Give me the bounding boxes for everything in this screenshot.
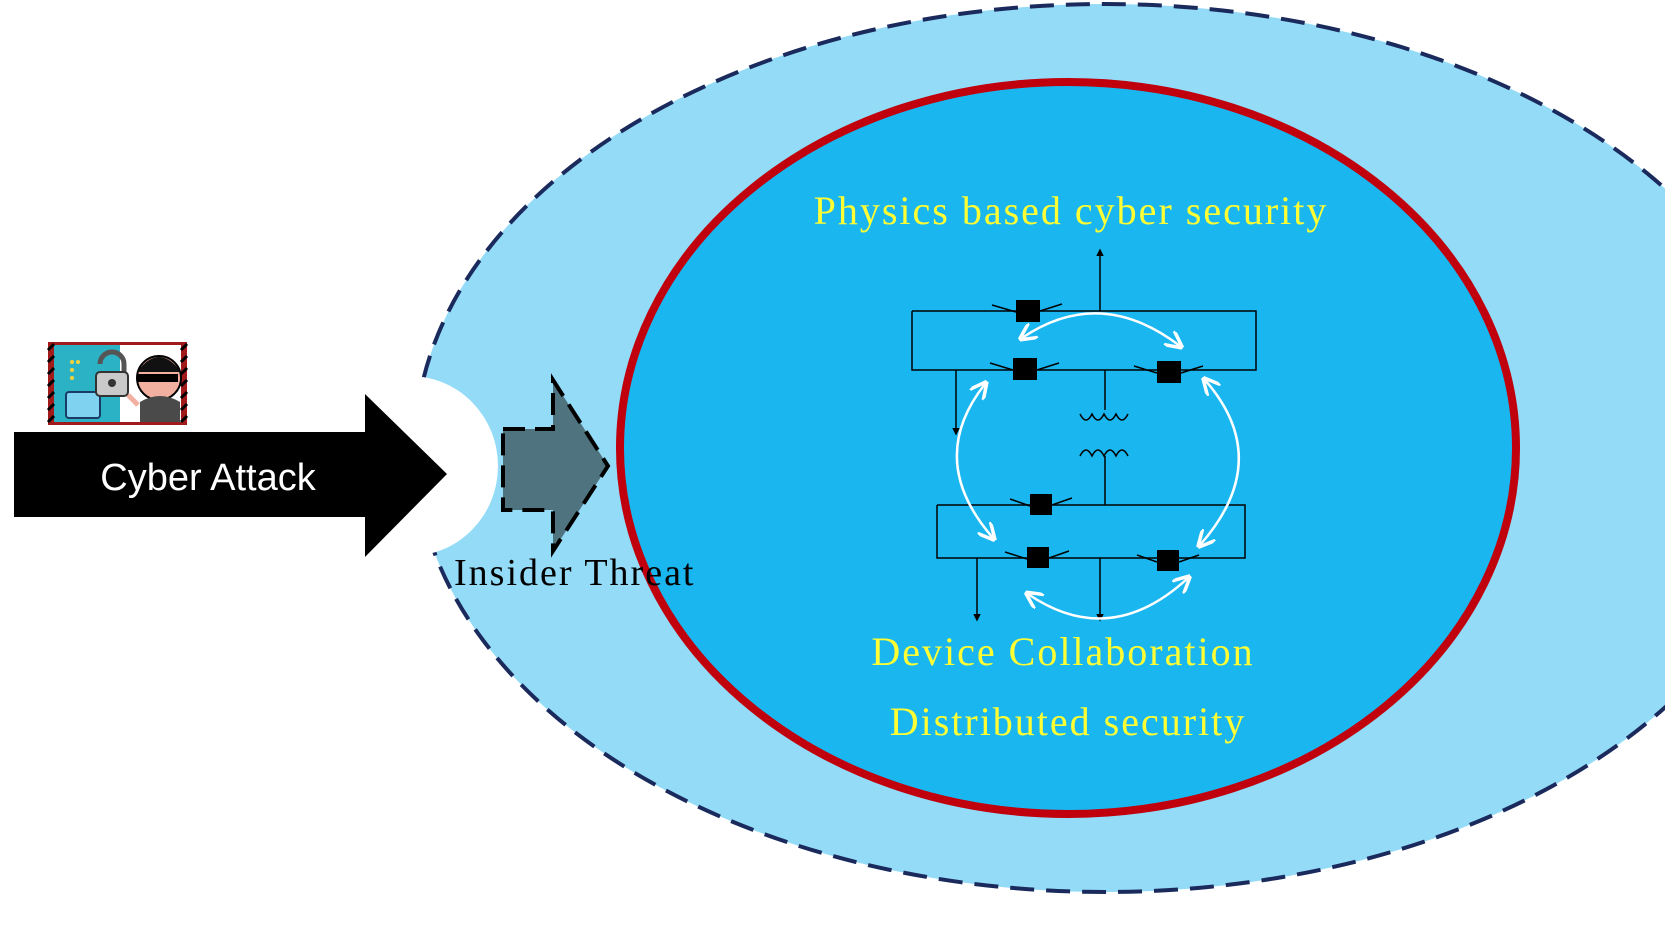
insider-threat-arrow (501, 373, 611, 558)
inner-security-zone (616, 78, 1520, 818)
cyber-attack-arrow (14, 394, 447, 557)
cyber-attack-label: Cyber Attack (100, 457, 316, 499)
breaker-top (1016, 300, 1040, 322)
breaker-upper-right (1157, 361, 1181, 383)
breaker-contacts (989, 303, 1204, 563)
breaker-lower-left (1027, 547, 1049, 568)
collaboration-arrows (955, 312, 1241, 620)
circuit-breakers (1013, 300, 1181, 571)
distributed-security-caption: Distributed security (890, 699, 1247, 744)
breaker-mid (1030, 494, 1052, 515)
device-collaboration-caption: Device Collaboration (871, 629, 1254, 674)
hacker-icon (46, 342, 189, 425)
power-circuit-diagram (911, 248, 1257, 622)
physics-based-title: Physics based cyber security (814, 188, 1329, 233)
breaker-lower-right (1157, 550, 1179, 571)
breaker-upper-left (1013, 358, 1037, 380)
insider-threat-label: Insider Threat (454, 552, 696, 594)
